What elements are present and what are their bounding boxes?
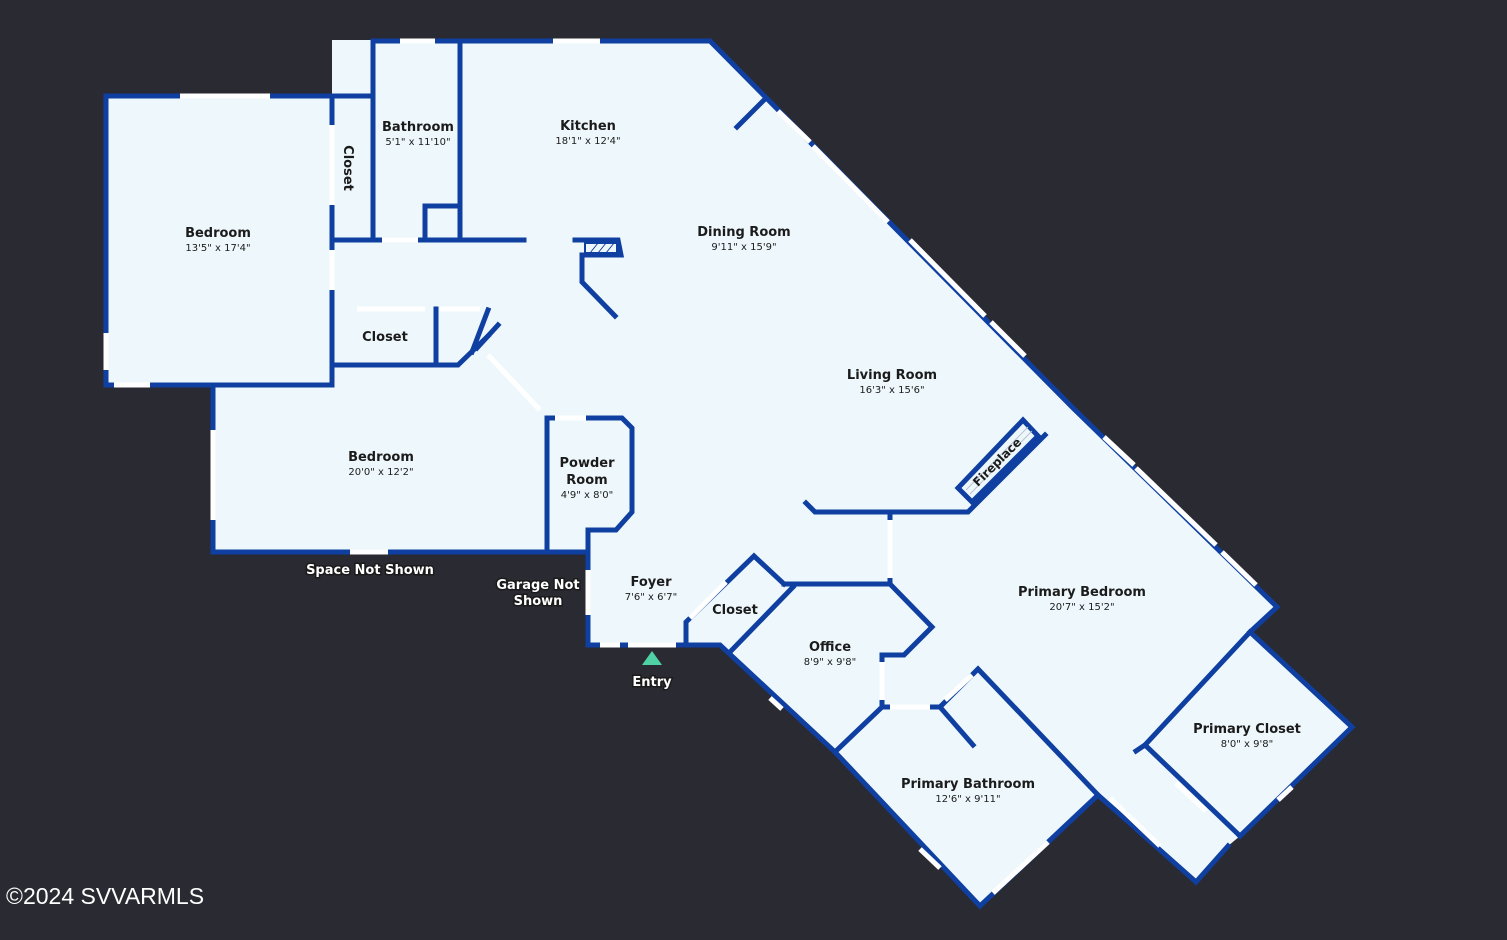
room-name-primary-bedroom: Primary Bedroom	[1018, 585, 1146, 600]
room-name-closet-3: Closet	[712, 603, 758, 618]
room-dim-dining-room: 9'11" x 15'9"	[711, 242, 776, 253]
room-dim-primary-bathroom: 12'6" x 9'11"	[935, 794, 1000, 805]
garage-label-line1: Garage Not	[496, 578, 579, 593]
room-name-primary-bathroom: Primary Bathroom	[901, 777, 1035, 792]
room-name-bedroom-2: Bedroom	[348, 450, 414, 465]
room-name-bedroom-1: Bedroom	[185, 226, 251, 241]
room-name-dining-room: Dining Room	[697, 225, 790, 240]
garage-label-line2: Shown	[514, 594, 563, 609]
copyright-watermark: ©2024 SVVARMLS	[6, 883, 205, 909]
room-name-office: Office	[809, 640, 851, 655]
room-name-closet-1: Closet	[340, 145, 355, 191]
space-not-shown-label: Space Not Shown	[306, 563, 434, 578]
outside-labels: Space Not Shown Garage Not Shown Entry	[305, 562, 674, 692]
room-name-powder-room-line2: Room	[566, 473, 607, 488]
room-dim-kitchen: 18'1" x 12'4"	[555, 136, 620, 147]
room-dim-bedroom-2: 20'0" x 12'2"	[348, 467, 413, 478]
room-dim-bathroom: 5'1" x 11'10"	[385, 137, 450, 148]
entry-arrow-icon	[642, 651, 662, 665]
fireplace-icon	[584, 242, 1033, 495]
room-dim-living-room: 16'3" x 15'6"	[859, 385, 924, 396]
room-dim-office: 8'9" x 9'8"	[804, 657, 856, 668]
floor-area	[106, 40, 1352, 906]
room-dim-powder-room: 4'9" x 8'0"	[561, 490, 613, 501]
room-name-primary-closet: Primary Closet	[1193, 722, 1301, 737]
windows	[103, 38, 1294, 895]
entry-label: Entry	[632, 675, 672, 690]
room-name-living-room: Living Room	[847, 368, 937, 383]
room-name-foyer: Foyer	[631, 575, 673, 590]
room-dim-primary-closet: 8'0" x 9'8"	[1221, 739, 1273, 750]
room-dim-bedroom-1: 13'5" x 17'4"	[185, 243, 250, 254]
room-name-bathroom: Bathroom	[382, 120, 454, 135]
room-name-closet-2: Closet	[362, 330, 408, 345]
openings	[329, 125, 974, 710]
room-name-kitchen: Kitchen	[560, 119, 616, 134]
room-name-powder-room-line1: Powder	[559, 456, 615, 471]
room-dim-foyer: 7'6" x 6'7"	[625, 592, 677, 603]
room-dim-primary-bedroom: 20'7" x 15'2"	[1049, 602, 1114, 613]
